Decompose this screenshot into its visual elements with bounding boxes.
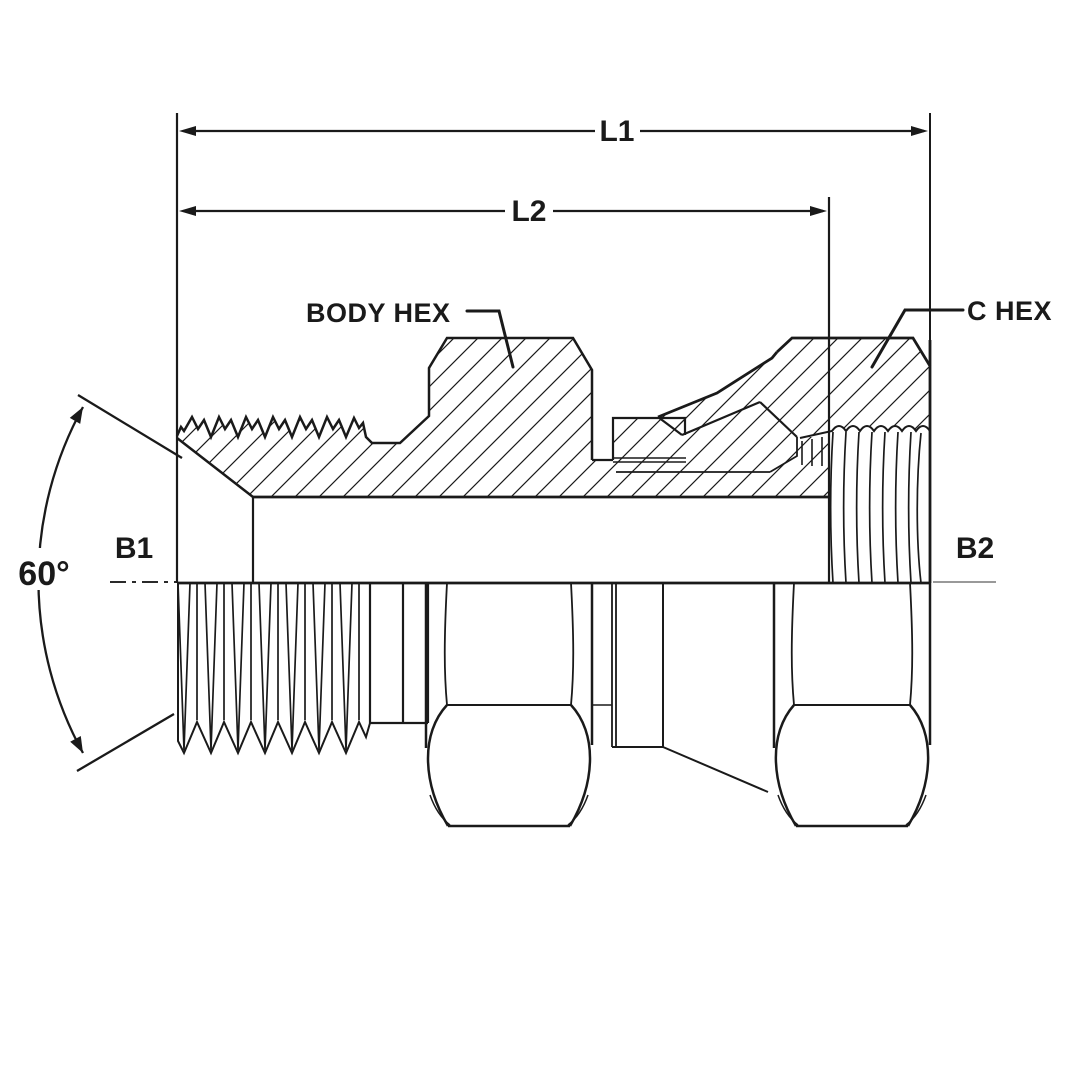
- collar-lower: [592, 583, 769, 793]
- c-hex-label: C HEX: [967, 296, 1052, 326]
- male-thread-external: [177, 582, 371, 756]
- female-thread-crest-line: [799, 425, 931, 439]
- plain-shank: [368, 583, 430, 725]
- l1-label: L1: [599, 115, 634, 148]
- c-hex-leader: [870, 308, 965, 369]
- female-threads: [801, 431, 922, 584]
- b2-label: B2: [956, 532, 994, 565]
- nut-skirt-outer-edge: [657, 351, 779, 419]
- b1-label: B1: [115, 532, 153, 565]
- male-thread-section-profile: [175, 336, 829, 582]
- angle-dimension: 60°: [16, 394, 183, 772]
- lower-external-view: [177, 581, 932, 828]
- body-hex-leader: [465, 309, 515, 369]
- swivel-nut-section-hatch: [658, 338, 930, 438]
- angle-label: 60°: [18, 555, 69, 593]
- body-hex-label: BODY HEX: [306, 298, 451, 328]
- angle-arrow-top: [69, 407, 83, 424]
- collar-ring-section: [592, 416, 798, 473]
- callout-c-hex: C HEX: [870, 296, 1052, 369]
- l2-arrow-right: [810, 206, 827, 216]
- angle-ray-top: [77, 394, 183, 459]
- dimension-l1: L1: [175, 113, 931, 583]
- swivel-nut-outline: [776, 336, 932, 583]
- nut-skirt-inner-edge: [657, 400, 761, 437]
- body-nose-edge: [759, 401, 798, 438]
- l1-arrow-right: [911, 126, 928, 136]
- angle-arrow-bottom: [70, 736, 83, 753]
- l2-label: L2: [511, 195, 546, 228]
- dimension-l2: L2: [179, 195, 827, 228]
- body-section-hatch: [177, 338, 829, 497]
- c-hex-lower: [772, 582, 932, 828]
- angle-label-mask: [16, 548, 72, 590]
- seat-cone-edge: [176, 437, 254, 498]
- angle-ray-bottom: [76, 713, 175, 772]
- l1-arrow-left: [179, 126, 196, 136]
- body-hex-lower: [424, 582, 594, 828]
- nut-cone-interface: [657, 351, 798, 438]
- l2-arrow-left: [179, 206, 196, 216]
- callout-body-hex: BODY HEX: [306, 298, 515, 369]
